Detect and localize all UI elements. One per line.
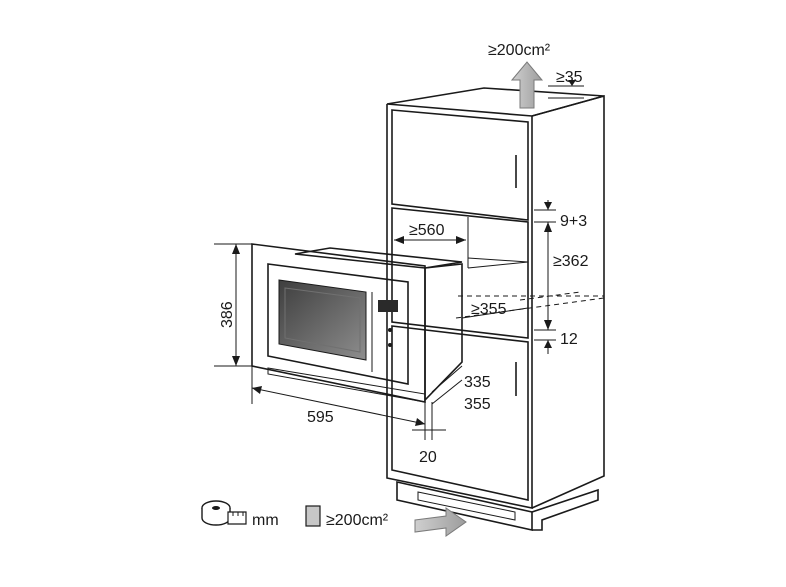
microwave-display-icon [378, 300, 398, 312]
appliance-width-label: 595 [307, 409, 334, 426]
top-vent-area-label: ≥200cm² [488, 42, 551, 59]
niche-width-label: ≥560 [409, 222, 445, 239]
depth-b-label: 355 [464, 396, 491, 413]
niche-height-label: ≥362 [553, 253, 589, 270]
front-offset-label: 20 [419, 449, 437, 466]
vent-area-swatch-icon [305, 505, 321, 527]
microwave-door-window [278, 279, 367, 361]
exhaust-air-up-arrow-icon [510, 61, 544, 109]
vent-area-legend-label: ≥200cm² [326, 512, 389, 529]
depth-a-label: 335 [464, 374, 491, 391]
microwave-oven [251, 243, 463, 403]
airflow-arrows [414, 61, 544, 537]
lower-cabinet-door [391, 325, 529, 501]
top-gap-label: ≥35 [556, 69, 583, 86]
dimension-lines [214, 80, 584, 440]
tall-cabinet [386, 87, 605, 531]
legend: mm ≥200cm² [201, 500, 389, 529]
unit-label: mm [252, 512, 279, 529]
niche-depth-label: ≥355 [471, 301, 507, 318]
upper-gap-label: 9+3 [560, 213, 587, 230]
appliance-height-label: 386 [219, 301, 236, 328]
upper-cabinet-door [391, 109, 529, 221]
built-in-niche [391, 207, 529, 339]
plinth-vent-grille [417, 491, 516, 521]
measuring-tape-icon [201, 500, 247, 526]
lower-gap-label: 12 [560, 331, 578, 348]
intake-air-arrow-icon [414, 507, 467, 537]
dimension-labels: ≥200cm² ≥35 9+3 ≥560 ≥362 ≥355 12 386 59… [219, 42, 589, 466]
